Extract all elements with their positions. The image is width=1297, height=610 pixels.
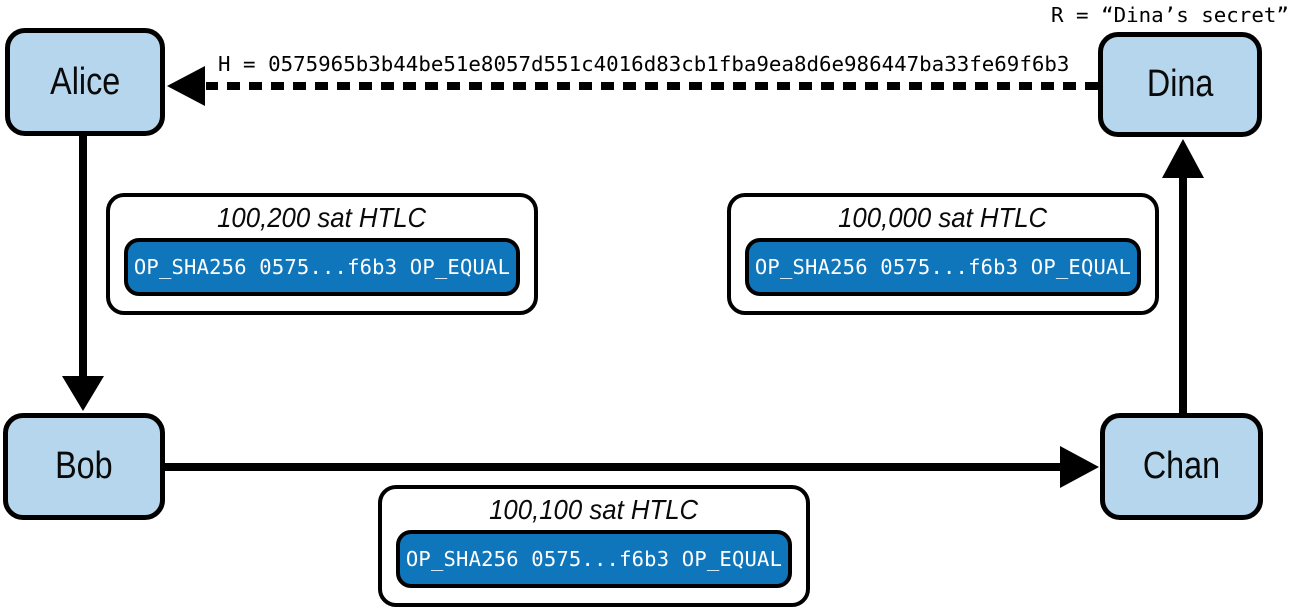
arrow-chan-to-dina-head-icon	[1162, 139, 1204, 178]
arrow-bob-to-chan-head-icon	[1060, 446, 1099, 488]
htlc-script-text: OP_SHA256 0575...f6b3 OP_EQUAL	[133, 255, 511, 279]
htlc-script-text: OP_SHA256 0575...f6b3 OP_EQUAL	[754, 255, 1132, 279]
node-dina: Dina	[1098, 32, 1262, 137]
secret-label: R = “Dina’s secret”	[1051, 3, 1289, 27]
htlc-script-box: OP_SHA256 0575...f6b3 OP_EQUAL	[124, 238, 520, 296]
node-chan: Chan	[1100, 413, 1263, 520]
htlc-card-chan-dina: 100,000 sat HTLC OP_SHA256 0575...f6b3 O…	[727, 193, 1159, 315]
htlc-card-bob-chan: 100,100 sat HTLC OP_SHA256 0575...f6b3 O…	[378, 485, 810, 607]
htlc-script-text: OP_SHA256 0575...f6b3 OP_EQUAL	[405, 547, 783, 571]
htlc-script-box: OP_SHA256 0575...f6b3 OP_EQUAL	[396, 530, 792, 588]
htlc-script-box: OP_SHA256 0575...f6b3 OP_EQUAL	[745, 238, 1141, 296]
node-dina-label: Dina	[1146, 63, 1214, 105]
hash-label: H = 0575965b3b44be51e8057d551c4016d83cb1…	[218, 52, 1070, 76]
node-alice-label: Alice	[49, 60, 121, 103]
htlc-amount-title: 100,100 sat HTLC	[489, 494, 699, 525]
arrow-dina-to-alice-head-icon	[167, 66, 205, 106]
node-alice: Alice	[5, 28, 165, 136]
htlc-amount-title: 100,200 sat HTLC	[217, 202, 427, 233]
node-bob-label: Bob	[55, 445, 113, 487]
htlc-card-alice-bob: 100,200 sat HTLC OP_SHA256 0575...f6b3 O…	[106, 193, 538, 315]
node-chan-label: Chan	[1142, 445, 1221, 487]
arrow-alice-to-bob-head-icon	[62, 376, 104, 411]
htlc-amount-title: 100,000 sat HTLC	[838, 202, 1048, 233]
node-bob: Bob	[3, 413, 165, 520]
